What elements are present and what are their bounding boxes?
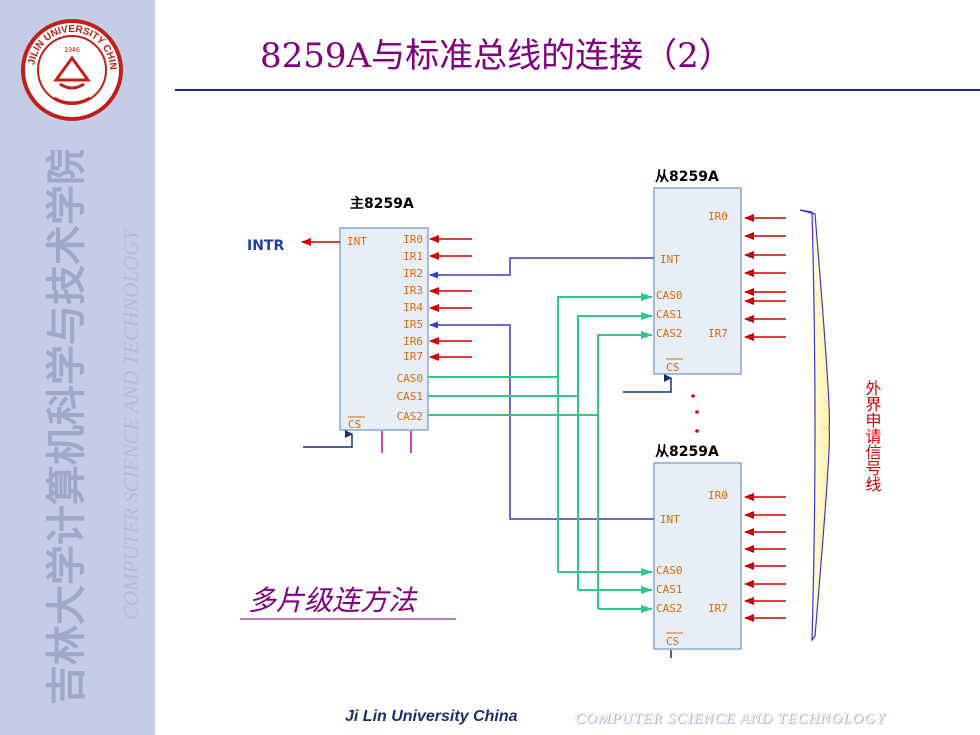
svg-text:COMPUTER SCIENCE AND TECHNOLOG: COMPUTER SCIENCE AND TECHNOLOGY bbox=[119, 227, 143, 620]
continuation-dots bbox=[691, 394, 699, 433]
slave-top-cas-pin: CAS0 bbox=[656, 289, 683, 302]
slave-top-ir7-pin: IR7 bbox=[708, 327, 728, 340]
slave-8259a-top: 从8259A IR0 INT CAS0 CAS1 CAS2 IR7 CS bbox=[653, 169, 742, 375]
slave-top-label: 从8259A bbox=[655, 169, 719, 185]
slave-top-ir-inputs bbox=[744, 214, 786, 341]
svg-text:吉林大学计算机科学与技术学院: 吉林大学计算机科学与技术学院 bbox=[43, 150, 90, 705]
slave-top-cs-wire bbox=[623, 374, 672, 393]
master-ir-pin: IR6 bbox=[403, 335, 423, 348]
footer-university: Ji Lin University China bbox=[345, 708, 518, 725]
cas-bus-wires bbox=[428, 293, 653, 613]
university-seal-logo: JILIN UNIVERSITY CHINA 1946 bbox=[20, 18, 123, 121]
sidebar: JILIN UNIVERSITY CHINA 1946 COMPUTER SCI… bbox=[0, 0, 155, 735]
master-ir-inputs bbox=[429, 235, 472, 361]
slave-bottom-ir-inputs bbox=[744, 493, 786, 622]
master-ir-pin: IR2 bbox=[403, 267, 423, 280]
slave-top-ir0-pin: IR0 bbox=[708, 210, 728, 223]
slave-top-int-wire bbox=[429, 257, 654, 279]
master-cs-pin: CS bbox=[348, 418, 361, 431]
slave-bottom-int-pin: INT bbox=[660, 513, 680, 526]
slave-bottom-ir0-pin: IR0 bbox=[708, 489, 728, 502]
sidebar-english-watermark: COMPUTER SCIENCE AND TECHNOLOGY bbox=[119, 227, 143, 620]
intr-label: INTR bbox=[247, 238, 284, 254]
external-request-label: 外界申请信号线 bbox=[863, 380, 882, 492]
diagram-caption: 多片级连方法 bbox=[248, 584, 418, 617]
master-ir-pin: IR3 bbox=[403, 284, 423, 297]
slave-bottom-chip-body bbox=[653, 462, 742, 650]
slide-title: 8259A与标准总线的连接（2） bbox=[260, 36, 733, 76]
master-chip-body bbox=[339, 227, 429, 431]
slave-top-cas-pin: CAS2 bbox=[656, 327, 683, 340]
svg-text:1946: 1946 bbox=[64, 47, 80, 54]
footer-college: COMPUTER SCIENCE AND TECHNOLOGY bbox=[575, 711, 886, 727]
slave-bottom-cas-pin: CAS1 bbox=[656, 583, 683, 596]
master-cas-pin: CAS1 bbox=[397, 390, 424, 403]
slave-top-cas-pin: CAS1 bbox=[656, 308, 683, 321]
slave-bottom-ir7-pin: IR7 bbox=[708, 602, 728, 615]
master-label: 主8259A bbox=[350, 195, 414, 212]
slave-bottom-label: 从8259A bbox=[655, 444, 719, 460]
master-ir-pin: IR7 bbox=[403, 350, 423, 363]
master-ir-pin: IR1 bbox=[403, 250, 423, 263]
master-ir-pin: IR5 bbox=[403, 318, 423, 331]
master-cas-pin: CAS2 bbox=[397, 410, 424, 423]
slave-bottom-cas-pin: CAS0 bbox=[656, 564, 683, 577]
master-8259a: 主8259A INT IR0 IR1 IR2 IR3 IR4 IR5 IR6 I… bbox=[339, 195, 429, 431]
sidebar-chinese-watermark: 吉林大学计算机科学与技术学院 bbox=[20, 145, 110, 710]
external-lines-brace bbox=[799, 209, 831, 642]
master-ir-pin: IR4 bbox=[403, 301, 423, 314]
master-cs-wire bbox=[303, 430, 353, 448]
master-cas-pin: CAS0 bbox=[397, 372, 424, 385]
slave-top-int-pin: INT bbox=[660, 253, 680, 266]
title-divider bbox=[175, 89, 980, 91]
slave-8259a-bottom: 从8259A IR0 INT CAS0 CAS1 CAS2 IR7 CS bbox=[653, 444, 742, 650]
slave-top-chip-body bbox=[653, 187, 742, 375]
master-ir-pin: IR0 bbox=[403, 233, 423, 246]
slave-bottom-int-wire bbox=[429, 321, 654, 520]
slave-bottom-cas-pin: CAS2 bbox=[656, 602, 683, 615]
master-int-pin: INT bbox=[347, 235, 367, 248]
slave-bottom-cs-pin: CS bbox=[666, 635, 679, 648]
slave-top-cs-pin: CS bbox=[666, 361, 679, 374]
